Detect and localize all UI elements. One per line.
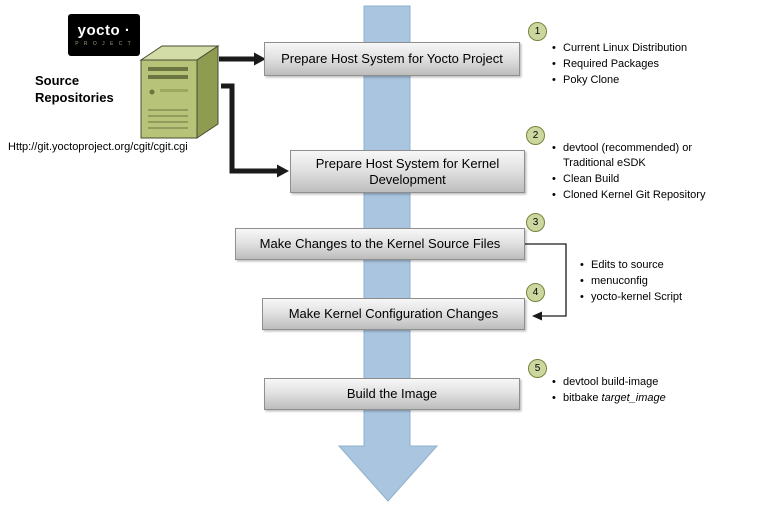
step3-label: Make Changes to the Kernel Source Files <box>259 236 501 251</box>
bullet-item: Current Linux Distribution <box>550 41 750 56</box>
bullet-item: Edits to source <box>578 258 738 273</box>
source-repositories-url: Http://git.yoctoproject.org/cgit/cgit.cg… <box>8 141 188 153</box>
bullet-item: devtool build-image <box>550 375 750 390</box>
arrow-server-to-step1-icon <box>219 52 266 66</box>
step5-number-badge: 5 <box>528 359 547 378</box>
step3-number-badge: 3 <box>526 213 545 232</box>
bullet-item: Required Packages <box>550 57 750 72</box>
step4-label: Make Kernel Configuration Changes <box>288 306 499 321</box>
step2-number-badge: 2 <box>526 126 545 145</box>
bullet-item: Clean Build <box>550 172 728 187</box>
step3-box: Make Changes to the Kernel Source Files <box>235 228 525 260</box>
step4-box: Make Kernel Configuration Changes <box>262 298 525 330</box>
yocto-logo-wordmark: yocto · <box>77 22 131 39</box>
step2-label: Prepare Host System for Kernel Developme… <box>315 155 500 187</box>
bullet-item: bitbake target_image <box>550 391 750 406</box>
step1-bullet-list: Current Linux Distribution Required Pack… <box>550 41 750 89</box>
bullet-item: yocto-kernel Script <box>578 290 738 305</box>
step5-bullet-list: devtool build-image bitbake target_image <box>550 375 750 407</box>
step5-label: Build the Image <box>346 386 438 401</box>
arrow-server-to-step2-icon <box>221 83 289 178</box>
step2-box: Prepare Host System for Kernel Developme… <box>290 150 525 193</box>
server-icon <box>139 45 220 139</box>
yocto-logo-project-text: P R O J E C T <box>75 41 133 47</box>
step5-box: Build the Image <box>264 378 520 410</box>
step1-label: Prepare Host System for Yocto Project <box>281 51 503 66</box>
bullet-text: bitbake <box>563 392 602 404</box>
steps3-4-shared-bullet-list: Edits to source menuconfig yocto-kernel … <box>578 258 738 306</box>
step2-bullet-list: devtool (recommended) or Traditional eSD… <box>550 141 728 204</box>
bullet-item: Poky Clone <box>550 73 750 88</box>
bullet-item: Cloned Kernel Git Repository <box>550 188 728 203</box>
bullet-item: devtool (recommended) or Traditional eSD… <box>550 141 728 171</box>
source-repositories-label: Source Repositories <box>35 73 114 105</box>
bullet-item: menuconfig <box>578 274 738 289</box>
connector-step3-step4-icon <box>525 243 567 321</box>
step4-number-badge: 4 <box>526 283 545 302</box>
yocto-logo: yocto · P R O J E C T <box>68 14 140 56</box>
step1-number-badge: 1 <box>528 22 547 41</box>
step1-box: Prepare Host System for Yocto Project <box>264 42 520 76</box>
bullet-text-italic: target_image <box>601 392 666 404</box>
